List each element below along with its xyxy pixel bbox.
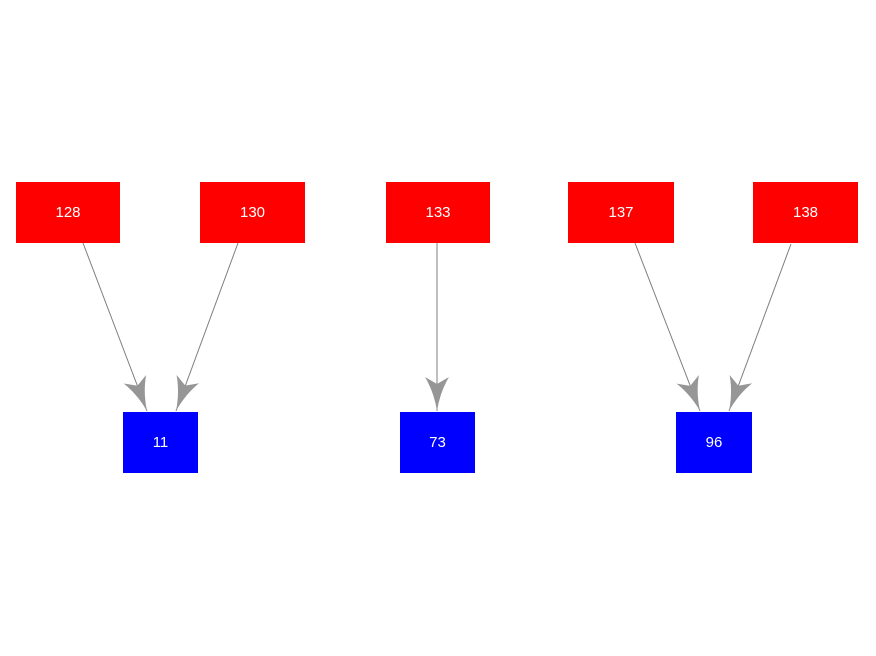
source-node-138: 138 <box>753 182 858 243</box>
node-label: 138 <box>792 204 819 221</box>
node-label: 133 <box>425 204 451 221</box>
source-node-133: 133 <box>386 182 490 243</box>
node-label: 96 <box>705 434 723 451</box>
edge-137-to-96 <box>634 242 701 412</box>
node-label: 11 <box>152 434 169 451</box>
target-node-73: 73 <box>400 412 475 473</box>
target-node-11: 11 <box>123 412 198 473</box>
node-label: 137 <box>608 204 634 221</box>
node-label: 130 <box>239 204 266 221</box>
node-label: 73 <box>429 434 446 451</box>
source-node-128: 128 <box>16 182 120 243</box>
source-node-137: 137 <box>568 182 674 243</box>
target-node-96: 96 <box>676 412 752 473</box>
source-node-130: 130 <box>200 182 305 243</box>
edge-130-to-11 <box>175 242 239 412</box>
edges-group <box>82 242 792 412</box>
edge-128-to-11 <box>82 242 148 412</box>
edge-138-to-96 <box>728 243 792 412</box>
node-label: 128 <box>55 204 81 221</box>
